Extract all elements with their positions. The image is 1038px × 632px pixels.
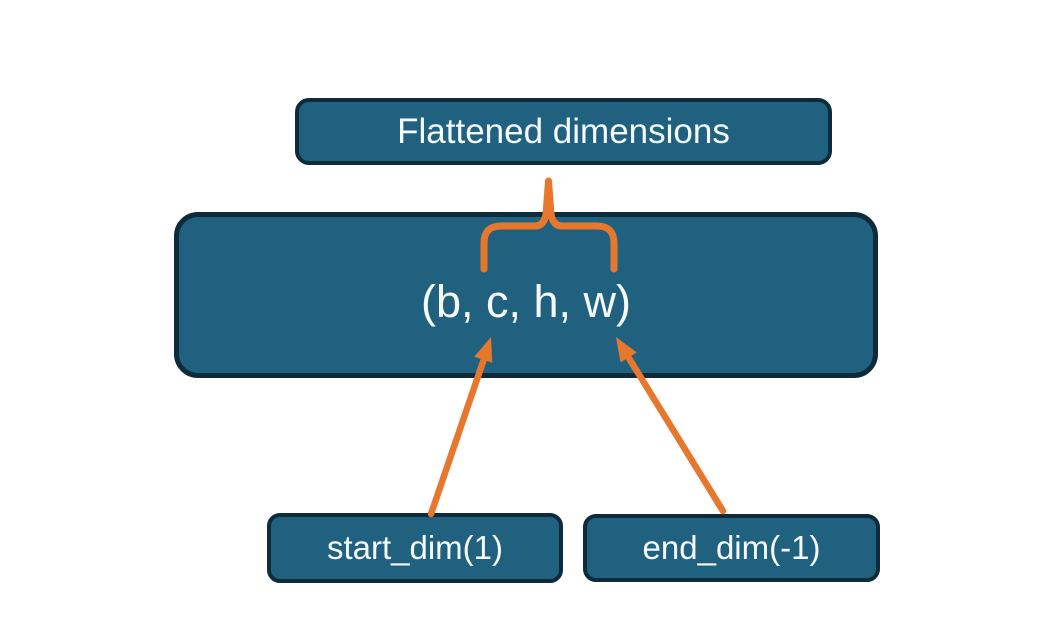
start-dim-arrow-shaft (427, 352, 489, 518)
tuple-label: (b, c, h, w) (420, 276, 632, 327)
start-dim-node: start_dim(1) (267, 513, 563, 583)
flattened-dimensions-node: Flattened dimensions (295, 98, 832, 165)
flattened-dimensions-label: Flattened dimensions (397, 111, 730, 151)
end-dim-label: end_dim(-1) (642, 529, 821, 566)
end-dim-node: end_dim(-1) (583, 514, 880, 582)
tuple-node: (b, c, h, w) (174, 212, 878, 378)
end-dim-arrow-shaft (623, 351, 727, 515)
start-dim-label: start_dim(1) (326, 529, 504, 566)
